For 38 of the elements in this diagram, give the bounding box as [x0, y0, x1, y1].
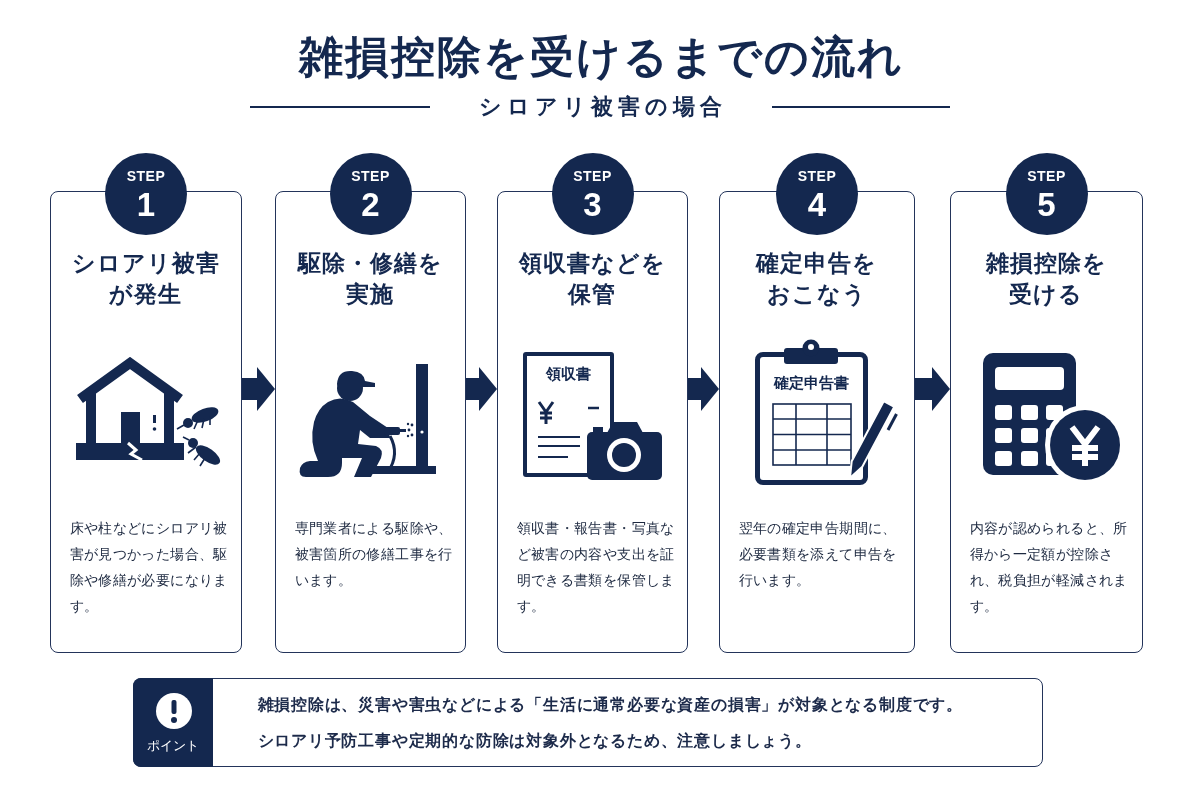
arrow — [688, 367, 719, 411]
step-number: 5 — [1037, 187, 1056, 223]
step-card — [950, 191, 1143, 653]
step-heading: 雑損控除を受ける — [984, 248, 1108, 309]
note-text: 雑損控除は、災害や害虫などによる「生活に通常必要な資産の損害」が対象となる制度です。 — [257, 693, 964, 716]
step-description: 床や柱などにシロアリ被害が見つかった場合、駆除や修繕が必要になります。 — [69, 518, 229, 616]
step-label: STEP — [126, 168, 166, 185]
arrow — [915, 367, 950, 411]
subtitle: シロアリ被害の場合 — [477, 93, 727, 121]
arrow — [242, 367, 275, 411]
step-card — [497, 191, 688, 653]
step-number: 1 — [136, 187, 156, 223]
step-number: 4 — [807, 187, 827, 223]
step-label: STEP — [1027, 168, 1066, 185]
point-label: ポイント — [146, 736, 199, 755]
step-number: 2 — [361, 187, 380, 223]
step-heading: 領収書などを保管 — [518, 248, 666, 309]
note-box — [133, 678, 1043, 767]
step-description: 内容が認められると、所得から一定額が控除され、税負担が軽減されます。 — [969, 518, 1129, 616]
step-number: 3 — [583, 187, 602, 223]
step-card — [275, 191, 466, 653]
step-description: 翌年の確定申告期間に、必要書類を添えて申告を行います。 — [738, 518, 898, 590]
step-label: STEP — [797, 168, 837, 185]
step-description: 領収書・報告書・写真など被害の内容や支出を証明できる書類を保管します。 — [516, 518, 676, 616]
title: 雑損控除を受けるまでの流れ — [297, 31, 904, 83]
step-label: STEP — [573, 168, 612, 185]
form-title: 確定申告書 — [773, 372, 849, 393]
point-tab — [132, 677, 213, 767]
step-heading: 確定申告をおこなう — [754, 248, 878, 309]
step-description: 専門業者による駆除や、被害箇所の修繕工事を行います。 — [294, 518, 454, 590]
step-heading: シロアリ被害が発生 — [71, 248, 220, 309]
arrow — [466, 367, 497, 411]
document-title: 領収書 — [545, 363, 591, 384]
step-card — [719, 191, 915, 653]
note-text: シロアリ予防工事や定期的な防除は対象外となるため、注意しましょう。 — [257, 729, 812, 752]
step-card — [50, 191, 242, 653]
step-label: STEP — [351, 168, 390, 185]
step-heading: 駆除・修繕を実施 — [296, 248, 444, 309]
